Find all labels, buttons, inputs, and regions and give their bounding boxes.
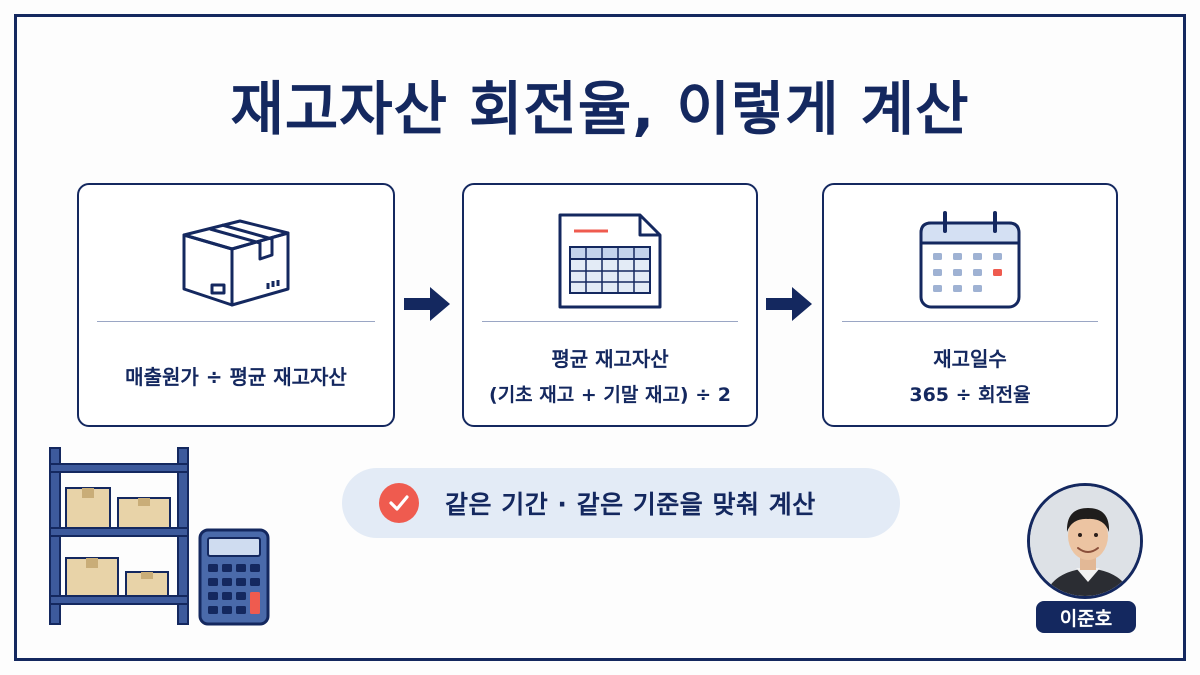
card-inventory-days: 재고일수 365 ÷ 회전율 xyxy=(822,183,1118,427)
check-circle-icon xyxy=(379,483,419,523)
page-title: 재고자산 회전율, 이렇게 계산 xyxy=(230,75,970,143)
calculator-icon xyxy=(198,528,270,626)
card-divider xyxy=(97,321,375,322)
card-heading: 평균 재고자산 xyxy=(551,347,669,371)
card-formula: 365 ÷ 회전율 xyxy=(909,384,1031,406)
card-divider xyxy=(842,321,1098,322)
calendar-icon xyxy=(824,205,1116,317)
note-text: 같은 기간 · 같은 기준을 맞춰 계산 xyxy=(445,490,816,519)
box-icon xyxy=(79,205,393,317)
card-heading: 재고일수 xyxy=(933,347,1007,371)
spreadsheet-icon xyxy=(464,205,756,317)
card-formula: (기초 재고 + 기말 재고) ÷ 2 xyxy=(489,384,731,406)
presenter-name-tag: 이준호 xyxy=(1036,601,1136,633)
arrow-right-icon xyxy=(404,287,450,321)
warehouse-shelf-icon xyxy=(49,447,189,625)
card-formula: 매출원가 ÷ 평균 재고자산 xyxy=(125,364,347,389)
card-divider xyxy=(482,321,738,322)
card-cost-of-goods: 매출원가 ÷ 평균 재고자산 xyxy=(77,183,395,427)
arrow-right-icon xyxy=(766,287,812,321)
avatar xyxy=(1027,483,1143,599)
note-pill: 같은 기간 · 같은 기준을 맞춰 계산 xyxy=(342,468,900,538)
card-average-inventory: 평균 재고자산 (기초 재고 + 기말 재고) ÷ 2 xyxy=(462,183,758,427)
presenter-photo-icon xyxy=(1030,486,1140,596)
